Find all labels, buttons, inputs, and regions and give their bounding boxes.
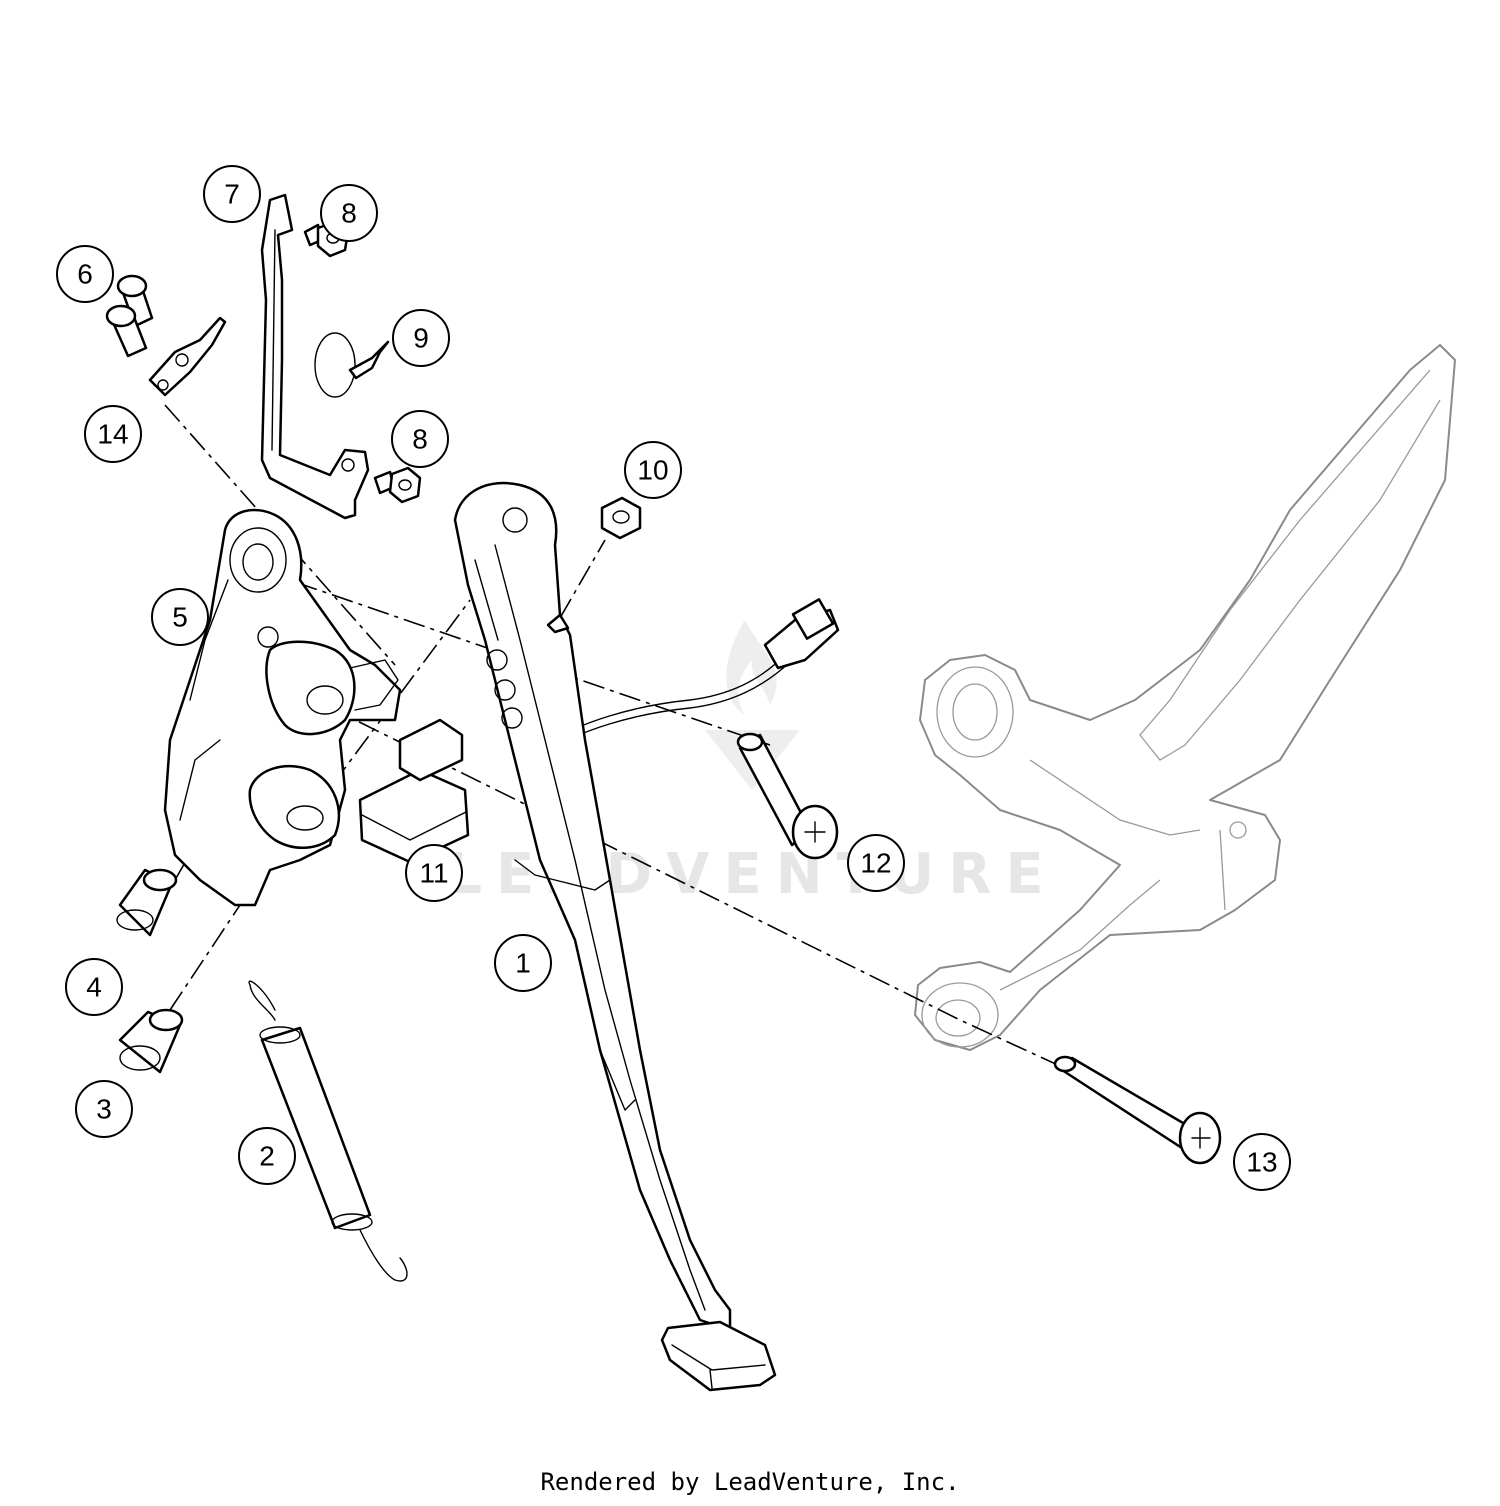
callout-6-label: 6 xyxy=(77,259,93,290)
footrest-bracket-ghost xyxy=(914,344,1456,1051)
part-14-tab-plate xyxy=(148,316,227,397)
part-10-nut xyxy=(600,496,642,540)
callout-10-label: 10 xyxy=(637,455,668,486)
callout-11: 11 xyxy=(405,844,463,902)
callout-13-label: 13 xyxy=(1246,1147,1277,1178)
part-2-spring xyxy=(248,980,408,1282)
part-1-side-stand xyxy=(453,481,777,1392)
callout-14: 14 xyxy=(84,405,142,463)
callout-8-lower: 8 xyxy=(391,410,449,468)
callout-2: 2 xyxy=(238,1127,296,1185)
callout-1-label: 1 xyxy=(515,948,531,979)
callout-6: 6 xyxy=(56,245,114,303)
callout-7: 7 xyxy=(203,165,261,223)
callout-11-label: 11 xyxy=(419,858,448,889)
callout-5: 5 xyxy=(151,588,209,646)
callout-2-label: 2 xyxy=(259,1141,275,1172)
callout-14-label: 14 xyxy=(97,419,128,450)
callout-12-label: 12 xyxy=(860,848,891,879)
part-7-cable-guide xyxy=(260,193,370,520)
part-8-nut-lower xyxy=(373,466,422,504)
part-11-switch xyxy=(358,718,470,864)
callout-1: 1 xyxy=(494,934,552,992)
callout-13: 13 xyxy=(1233,1133,1291,1191)
callout-4: 4 xyxy=(65,958,123,1016)
part-13-bolt xyxy=(1053,1055,1222,1165)
callout-4-label: 4 xyxy=(86,972,102,1003)
callout-5-label: 5 xyxy=(172,602,188,633)
render-credit: Rendered by LeadVenture, Inc. xyxy=(540,1468,960,1496)
callout-8-upper-label: 8 xyxy=(341,198,357,229)
sensor-cable xyxy=(534,598,840,759)
part-12-bolt xyxy=(736,732,839,860)
callout-3-label: 3 xyxy=(96,1094,112,1125)
callout-10: 10 xyxy=(624,441,682,499)
part-3-bushing xyxy=(118,1008,184,1074)
callout-12: 12 xyxy=(847,834,905,892)
callout-8-upper: 8 xyxy=(320,184,378,242)
callout-7-label: 7 xyxy=(224,179,240,210)
callout-9-label: 9 xyxy=(413,323,429,354)
callout-3: 3 xyxy=(75,1080,133,1138)
part-4-bushing xyxy=(116,868,178,937)
part-5-mounting-bracket xyxy=(163,508,402,907)
part-9-cable-tie xyxy=(314,332,390,398)
callout-8-lower-label: 8 xyxy=(412,424,428,455)
callout-9: 9 xyxy=(392,309,450,367)
part-6-screws xyxy=(105,274,154,358)
